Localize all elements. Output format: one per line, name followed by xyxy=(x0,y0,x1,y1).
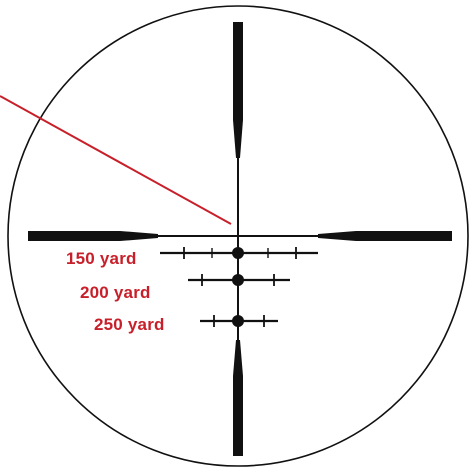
label-200-yard: 200 yard xyxy=(80,283,151,302)
scope-circle xyxy=(7,5,469,467)
post-right xyxy=(318,231,452,241)
post-top xyxy=(233,22,243,158)
pointer-line xyxy=(0,95,232,225)
post-bottom xyxy=(233,340,243,456)
holdover-bar-200 xyxy=(188,274,290,286)
aim-dot-250 xyxy=(232,315,244,327)
holdover-bar-250 xyxy=(200,315,278,327)
holdover-bar-150 xyxy=(160,247,318,259)
label-250-yard: 250 yard xyxy=(94,315,165,334)
aim-dot-150 xyxy=(232,247,244,259)
label-150-yard: 150 yard xyxy=(66,249,137,268)
post-left xyxy=(28,231,158,241)
aim-dot-200 xyxy=(232,274,244,286)
